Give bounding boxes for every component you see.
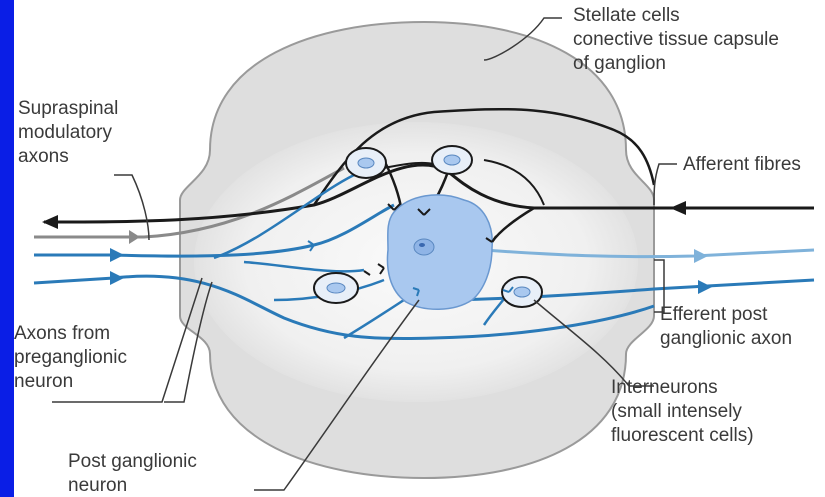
- label-axons-line-2: preganglionic: [14, 346, 127, 370]
- label-supraspinal-line-1: Supraspinal: [18, 97, 118, 121]
- post-ganglionic-soma: [387, 195, 492, 309]
- label-axons-line-3: neuron: [14, 370, 127, 394]
- label-efferent-post-ganglionic: Efferent post ganglionic axon: [660, 303, 792, 351]
- supraspinal-arrowhead: [129, 230, 140, 244]
- label-stellate-cells: Stellate cells conective tissue capsule …: [573, 4, 779, 76]
- interneuron-3: [314, 273, 358, 303]
- efferent-arrow-2: [698, 280, 712, 294]
- label-axons-from-preganglionic: Axons from preganglionic neuron: [14, 322, 127, 394]
- label-supraspinal-line-3: axons: [18, 145, 118, 169]
- label-efferent-line-2: ganglionic axon: [660, 327, 792, 351]
- post-ganglionic-nucleolus: [419, 243, 425, 247]
- post-ganglionic-nucleus: [414, 239, 434, 255]
- ganglion-diagram: Stellate cells conective tissue capsule …: [14, 0, 825, 497]
- label-stellate-line-3: of ganglion: [573, 52, 779, 76]
- label-axons-line-1: Axons from: [14, 322, 127, 346]
- afferent-arrowhead-left: [42, 215, 58, 229]
- label-stellate-line-2: conective tissue capsule: [573, 28, 779, 52]
- preganglionic-arrow-1: [110, 248, 124, 262]
- label-post-ganglionic-line-2: neuron: [68, 474, 197, 497]
- label-supraspinal-line-2: modulatory: [18, 121, 118, 145]
- label-efferent-line-1: Efferent post: [660, 303, 792, 327]
- label-post-ganglionic-neuron: Post ganglionic neuron: [68, 450, 197, 497]
- afferent-arrowhead-right: [670, 201, 686, 215]
- label-interneurons-line-3: fluorescent cells): [611, 424, 754, 448]
- label-interneurons-line-1: Interneurons: [611, 376, 754, 400]
- label-post-ganglionic-line-1: Post ganglionic: [68, 450, 197, 474]
- label-afferent-fibres: Afferent fibres: [683, 153, 801, 177]
- label-stellate-line-1: Stellate cells: [573, 4, 779, 28]
- label-interneurons: Interneurons (small intensely fluorescen…: [611, 376, 754, 448]
- interneuron-1: [346, 148, 386, 178]
- efferent-arrow-1: [694, 249, 708, 263]
- interneuron-2: [432, 146, 472, 174]
- preganglionic-arrow-2: [110, 271, 124, 285]
- label-supraspinal: Supraspinal modulatory axons: [18, 97, 118, 169]
- label-interneurons-line-2: (small intensely: [611, 400, 754, 424]
